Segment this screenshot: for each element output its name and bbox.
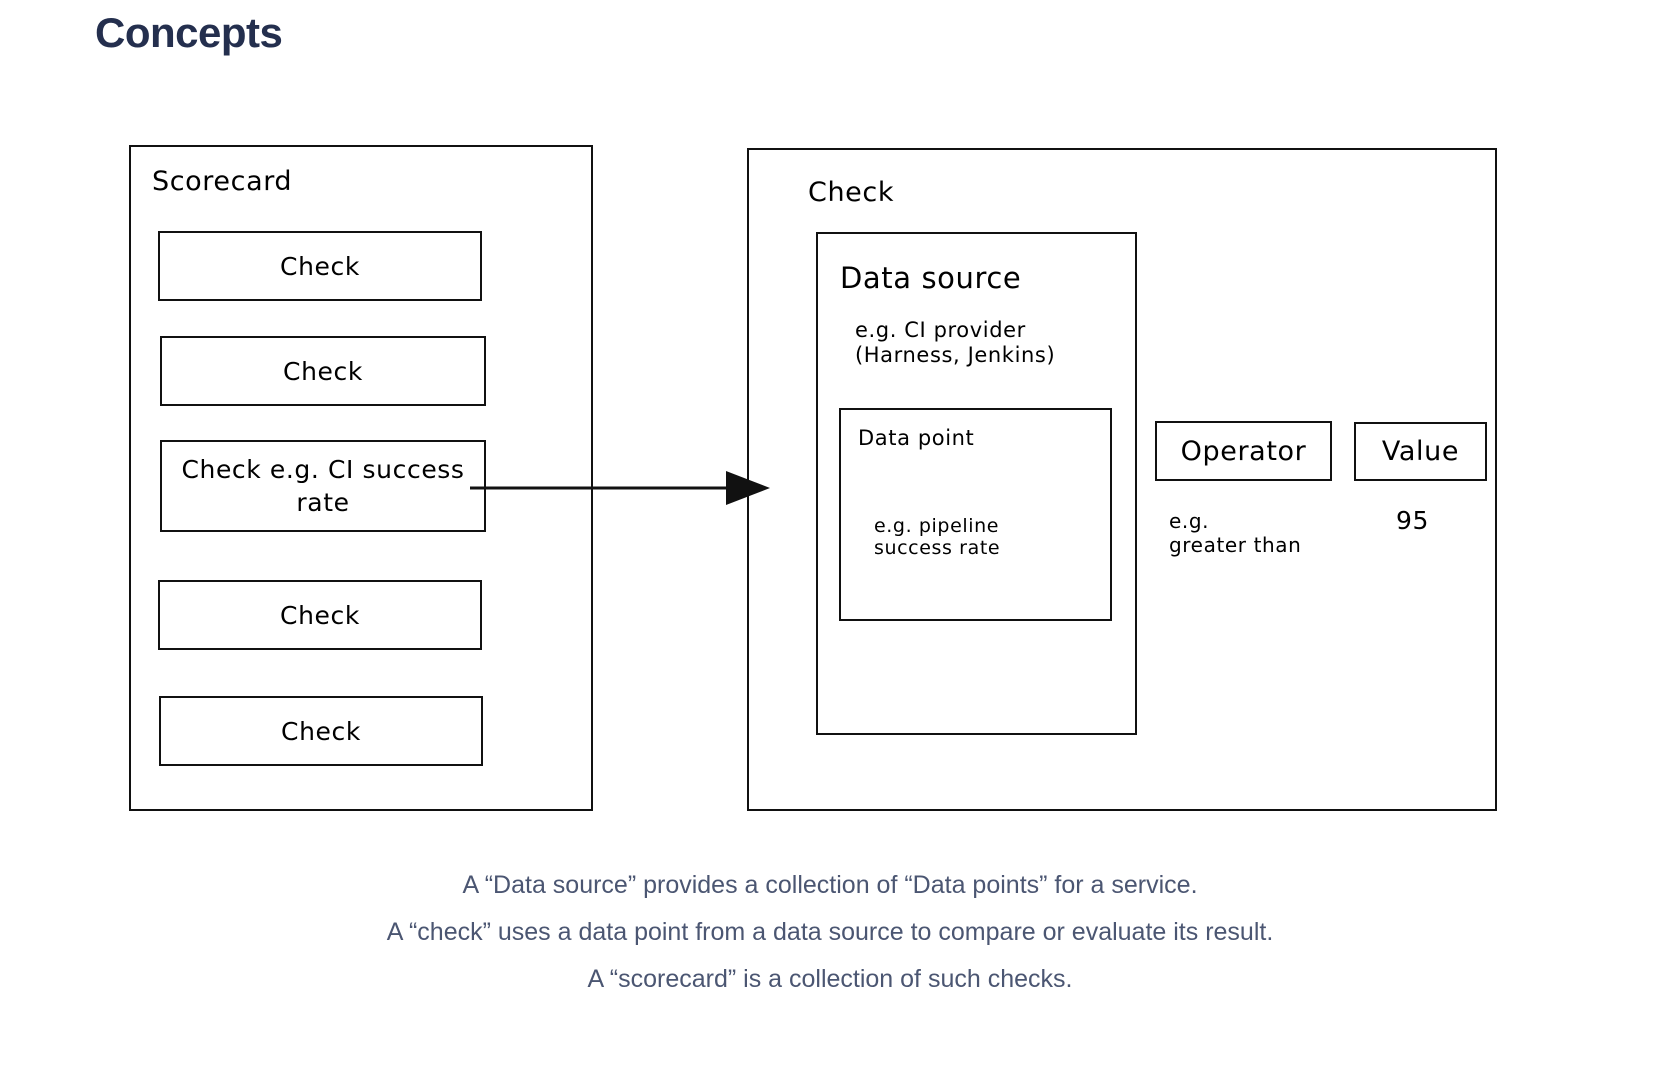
scorecard-check-5[interactable]: Check [159,696,483,766]
scorecard-check-4[interactable]: Check [158,580,482,650]
scorecard-check-2[interactable]: Check [160,336,486,406]
check-detail-panel [747,148,1497,811]
data-point-container [839,408,1112,621]
caption-line-3: A “scorecard” is a collection of such ch… [587,964,1073,993]
data-source-title: Data source [840,261,1022,295]
operator-label: Operator [1180,435,1307,467]
scorecard-check-3-label: Check e.g. CI success rate [181,455,465,517]
scorecard-check-5-label: Check [281,716,361,746]
operator-example: e.g. greater than [1169,509,1302,557]
scorecard-check-2-label: Check [283,356,363,386]
data-point-example: e.g. pipeline success rate [874,515,1001,560]
caption-line-1: A “Data source” provides a collection of… [462,871,1198,899]
concepts-diagram: Scorecard Check Check Check e.g. CI succ… [129,145,1497,811]
value-label: Value [1381,436,1460,467]
data-source-example: e.g. CI provider (Harness, Jenkins) [855,318,1056,367]
diagram-caption: A “Data source” provides a collection of… [0,862,1660,1002]
caption-line-2: A “check” uses a data point from a data … [386,917,1274,946]
value-example: 95 [1396,506,1430,535]
operator-box[interactable]: Operator [1155,421,1332,481]
scorecard-check-4-label: Check [280,600,360,630]
scorecard-check-1-label: Check [280,251,360,281]
data-source-container [816,232,1137,735]
value-box[interactable]: Value [1354,422,1487,481]
scorecard-check-3[interactable]: Check e.g. CI success rate [160,440,486,532]
scorecard-check-1[interactable]: Check [158,231,482,301]
scorecard-title: Scorecard [152,166,293,197]
check-detail-title: Check [808,177,895,208]
page-title: Concepts [95,9,283,56]
scorecard-container [129,145,593,811]
data-point-title: Data point [858,426,975,450]
arrow-right-icon [470,471,770,505]
